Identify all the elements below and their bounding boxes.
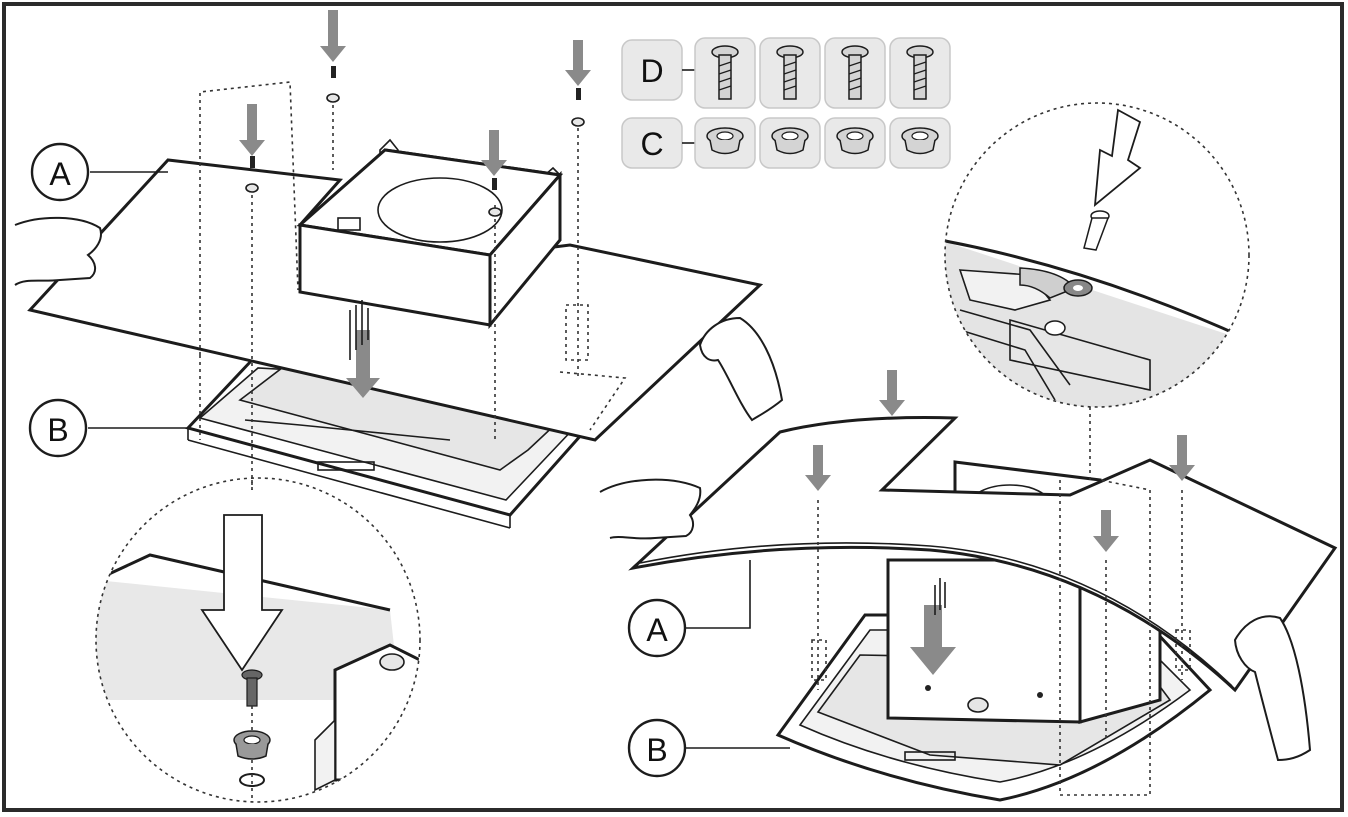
arrow-down-icon	[200, 514, 284, 672]
hand-right-icon	[1233, 615, 1312, 762]
washer-icon	[706, 127, 744, 155]
right-assembly: A B	[599, 370, 1338, 802]
down-arrows-left	[239, 10, 591, 398]
screw-set	[694, 37, 951, 109]
screw-icon	[1083, 210, 1110, 251]
arrow-down-icon	[1093, 510, 1119, 552]
guide-lines-right	[811, 400, 1191, 796]
control-buttons-left	[317, 461, 375, 471]
screw-icon	[711, 45, 739, 100]
hand-right-icon	[698, 316, 784, 422]
callout-b-right: B	[627, 718, 790, 778]
washer-icon	[233, 730, 271, 760]
arrow-down-icon	[879, 370, 905, 416]
arrow-down-icon	[346, 330, 380, 398]
arrow-down-icon	[1093, 108, 1142, 208]
washer-icon	[1063, 279, 1093, 297]
callout-a-right: A	[627, 560, 751, 658]
callout-b-left: B	[28, 398, 190, 458]
callout-label: B	[47, 412, 68, 448]
callout-label: D	[640, 53, 663, 89]
callout-label: A	[646, 612, 668, 648]
arrow-down-icon	[239, 104, 265, 156]
arrow-down-icon	[805, 445, 831, 491]
parts-legend: D C	[621, 37, 951, 169]
screw-icon	[241, 669, 263, 707]
hand-left-icon	[599, 478, 702, 540]
left-assembly: A B	[14, 10, 784, 529]
arrow-down-icon	[1169, 435, 1195, 481]
zoom-detail-right	[944, 102, 1250, 408]
callout-d: D	[621, 39, 696, 101]
callout-c: C	[621, 117, 696, 169]
zoom-detail-left	[95, 477, 421, 803]
screws-left	[245, 66, 585, 217]
callout-a-left: A	[30, 142, 168, 202]
hand-left-icon	[14, 216, 102, 286]
callout-label: A	[49, 156, 71, 192]
guide-lines-left	[199, 81, 627, 490]
callout-label: C	[640, 126, 663, 162]
washer-set	[694, 117, 951, 169]
arrow-down-icon	[565, 40, 591, 86]
arrow-down-icon	[910, 605, 956, 675]
down-arrows-right	[805, 370, 1195, 675]
arrow-down-icon	[481, 130, 507, 176]
control-buttons-right	[904, 751, 956, 761]
arrow-down-icon	[320, 10, 346, 62]
callout-label: B	[646, 732, 667, 768]
